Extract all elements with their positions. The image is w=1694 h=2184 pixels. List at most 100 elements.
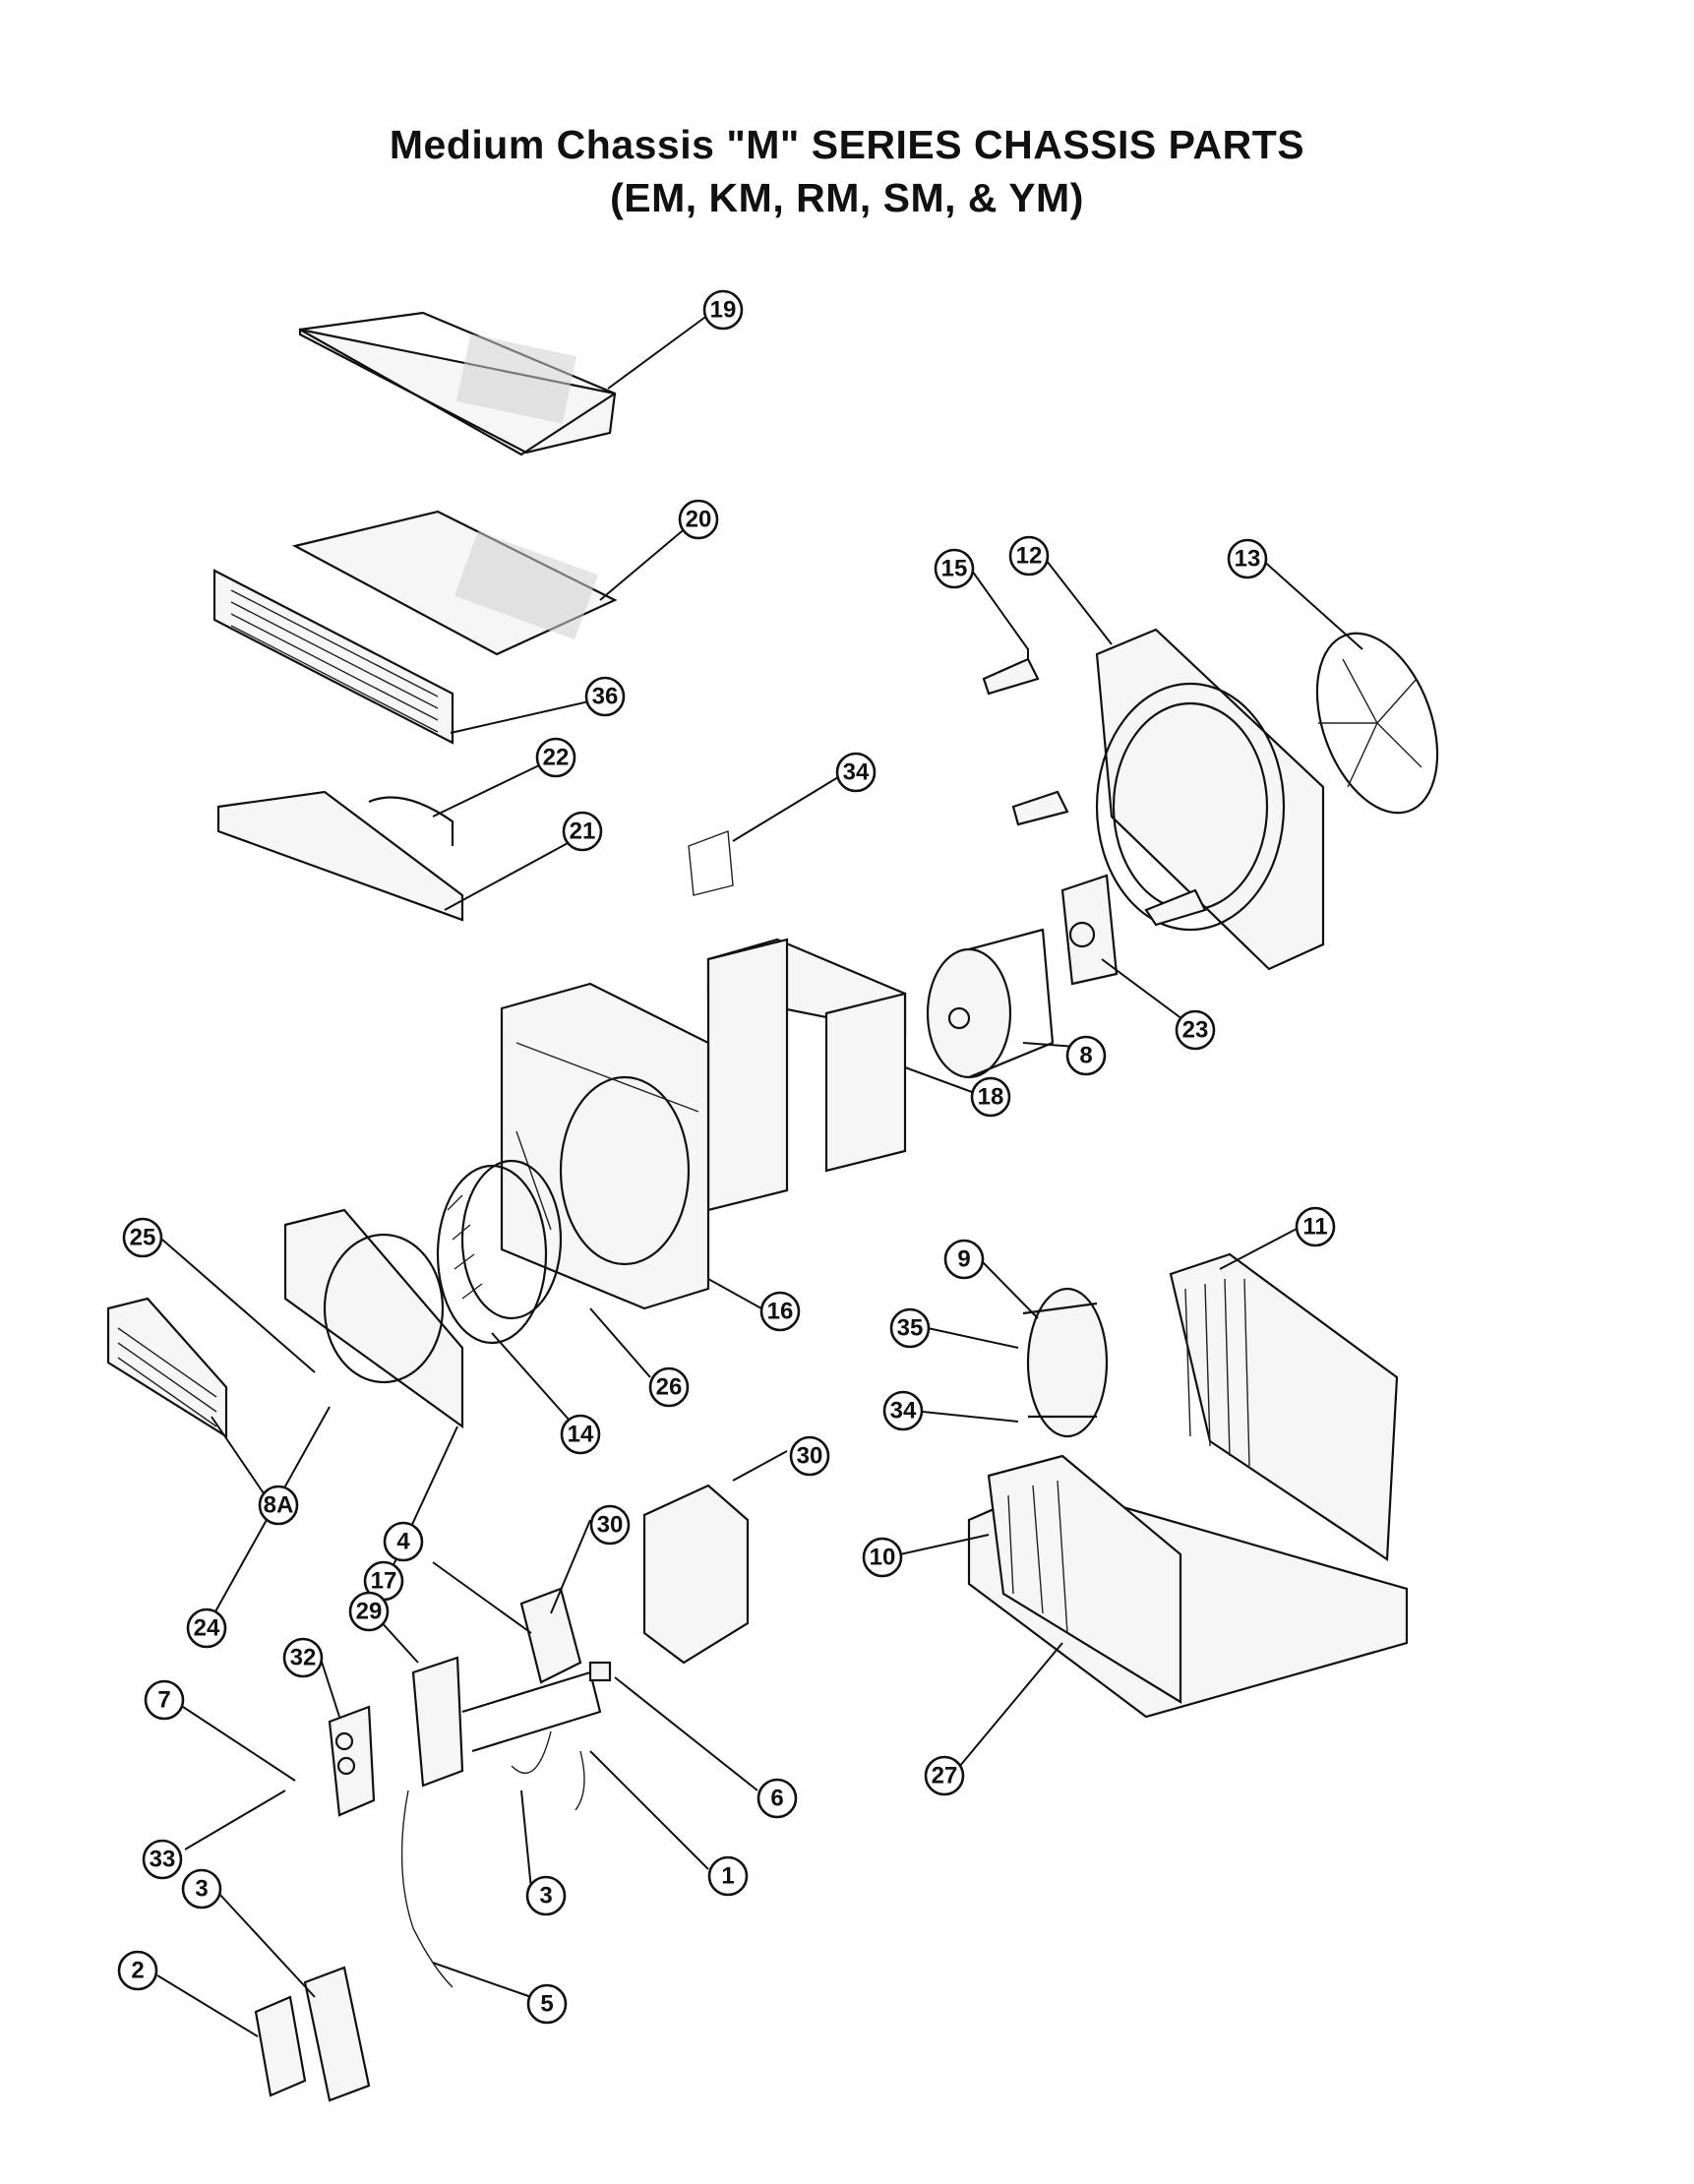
lower-panel (216, 790, 464, 922)
svg-text:30: 30 (597, 1512, 624, 1539)
callout-32: 32 (282, 1637, 324, 1678)
svg-text:5: 5 (540, 1991, 553, 2018)
shroud-brackets (982, 657, 1207, 927)
callout-16: 16 (759, 1291, 801, 1332)
svg-text:6: 6 (770, 1786, 783, 1812)
air-filter (291, 510, 618, 656)
callout-27: 27 (924, 1755, 965, 1796)
louver-assembly (106, 1297, 228, 1438)
svg-text:8A: 8A (264, 1492, 294, 1519)
callout-18: 18 (970, 1076, 1011, 1118)
svg-text:23: 23 (1182, 1017, 1209, 1044)
callout-34-bottom: 34 (882, 1390, 924, 1431)
diagram-subtitle: (EM, KM, RM, SM, & YM) (610, 175, 1084, 220)
callout-17: 17 (363, 1560, 404, 1602)
callout-4: 4 (383, 1521, 424, 1562)
callout-3-left: 3 (181, 1868, 222, 1910)
svg-text:24: 24 (194, 1615, 220, 1642)
callout-3-right: 3 (525, 1875, 567, 1916)
svg-text:12: 12 (1016, 543, 1043, 570)
callout-34-top: 34 (835, 752, 877, 793)
motor-mount (1060, 874, 1119, 986)
motor (926, 928, 1055, 1079)
callout-1: 1 (707, 1855, 749, 1897)
callout-15: 15 (934, 548, 975, 589)
svg-text:8: 8 (1079, 1043, 1092, 1069)
svg-text:32: 32 (290, 1645, 317, 1671)
blower-wheel (436, 1159, 563, 1345)
diagram-title: Medium Chassis "M" SERIES CHASSIS PARTS (389, 122, 1305, 167)
svg-text:33: 33 (150, 1847, 176, 1873)
electrical-box (254, 1966, 371, 2102)
callout-35: 35 (889, 1307, 931, 1349)
callout-36: 36 (584, 676, 626, 717)
svg-text:9: 9 (957, 1246, 970, 1273)
callout-10: 10 (862, 1537, 903, 1578)
control-panel (328, 1656, 602, 1817)
compressor (1022, 1287, 1109, 1438)
svg-text:36: 36 (592, 684, 619, 710)
front-bulkhead (283, 1208, 464, 1429)
callout-33: 33 (142, 1839, 183, 1880)
svg-text:19: 19 (710, 297, 737, 324)
svg-text:10: 10 (870, 1545, 896, 1571)
svg-text:29: 29 (356, 1599, 383, 1625)
svg-text:18: 18 (978, 1084, 1004, 1111)
svg-text:4: 4 (396, 1529, 410, 1555)
callout-20: 20 (678, 499, 719, 540)
svg-text:21: 21 (570, 819, 596, 845)
front-grille (212, 569, 454, 745)
svg-text:26: 26 (656, 1374, 683, 1401)
callout-12: 12 (1008, 535, 1050, 576)
callout-13: 13 (1227, 538, 1268, 579)
svg-text:16: 16 (767, 1299, 794, 1325)
base-pan (967, 1454, 1409, 1719)
svg-text:15: 15 (941, 556, 968, 582)
svg-text:35: 35 (897, 1315, 924, 1342)
svg-text:34: 34 (843, 759, 870, 786)
callout-30-lower: 30 (589, 1504, 631, 1546)
svg-text:17: 17 (371, 1568, 397, 1595)
callout-29: 29 (348, 1591, 390, 1632)
svg-text:25: 25 (130, 1225, 156, 1251)
control-bracket (519, 1484, 750, 1684)
callout-24: 24 (186, 1608, 227, 1649)
callout-14: 14 (560, 1414, 601, 1455)
partition-bracket (688, 830, 907, 1212)
callout-7: 7 (144, 1679, 185, 1721)
svg-text:1: 1 (721, 1863, 734, 1890)
svg-text:14: 14 (568, 1422, 594, 1448)
callout-30-upper: 30 (789, 1435, 830, 1477)
condenser-fan (1315, 632, 1439, 815)
svg-text:20: 20 (686, 507, 712, 533)
callout-19: 19 (702, 289, 744, 331)
fan-shroud (1095, 628, 1325, 971)
callout-2: 2 (117, 1950, 158, 1991)
svg-text:13: 13 (1235, 546, 1261, 573)
callout-21: 21 (562, 811, 603, 852)
svg-text:7: 7 (157, 1687, 170, 1714)
callout-5: 5 (526, 1983, 568, 2025)
callout-25: 25 (122, 1217, 163, 1258)
svg-text:30: 30 (797, 1443, 823, 1470)
switch-and-wiring (400, 1661, 612, 1988)
svg-text:3: 3 (539, 1883, 552, 1910)
callout-6: 6 (756, 1778, 798, 1819)
callout-11: 11 (1295, 1206, 1336, 1247)
title-block: Medium Chassis "M" SERIES CHASSIS PARTS … (0, 118, 1694, 224)
callout-26: 26 (648, 1366, 690, 1408)
svg-text:27: 27 (932, 1763, 958, 1790)
callout-8a: 8A (258, 1485, 299, 1526)
svg-text:2: 2 (131, 1958, 144, 1984)
svg-text:22: 22 (543, 745, 570, 771)
callout-22: 22 (535, 737, 576, 778)
svg-text:11: 11 (1302, 1214, 1327, 1241)
blower-housing (500, 982, 710, 1310)
svg-text:3: 3 (195, 1876, 208, 1903)
callout-8: 8 (1065, 1035, 1107, 1076)
evaporator-coil (1169, 1252, 1399, 1561)
callout-23: 23 (1175, 1009, 1216, 1051)
svg-text:34: 34 (890, 1398, 917, 1425)
callout-9: 9 (943, 1239, 985, 1280)
